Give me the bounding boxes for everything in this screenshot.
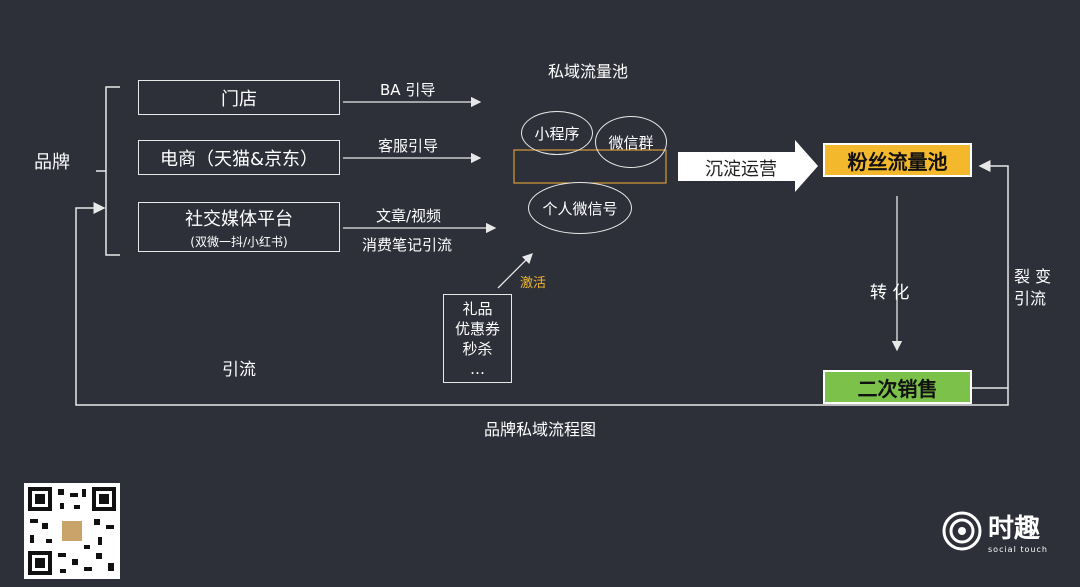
arrow-fission	[972, 160, 1009, 389]
wechat-group-label: 微信群	[608, 133, 654, 152]
fan-pool-label: 粉丝流量池	[847, 149, 948, 174]
incentive-more: …	[470, 359, 485, 378]
incentive-flash-sale: 秒杀	[462, 339, 493, 358]
qr-code	[24, 483, 120, 579]
arrow-activate	[497, 253, 533, 289]
incentives-box: 礼品 优惠券 秒杀 …	[443, 294, 512, 383]
ecommerce-box: 电商（天猫&京东）	[138, 140, 340, 175]
activate-label: 激活	[520, 276, 547, 291]
personal-wechat-label: 个人微信号	[542, 199, 618, 218]
second-sale-box: 二次销售	[823, 370, 972, 404]
diagram-caption: 品牌私域流程图	[484, 420, 597, 439]
brand-bracket	[96, 86, 120, 256]
ba-label: BA 引导	[380, 81, 436, 99]
logo-text-cn: 时趣	[988, 514, 1041, 544]
qr-code-pattern	[28, 487, 116, 575]
brand-label: 品牌	[34, 152, 70, 173]
logo-text-en: social touch	[988, 545, 1048, 554]
social-title: 社交媒体平台	[185, 208, 293, 230]
wechat-group-ellipse: 微信群	[595, 116, 667, 168]
logo: 时趣 social touch	[942, 508, 1048, 554]
ecommerce-label: 电商（天猫&京东）	[159, 148, 319, 170]
store-label: 门店	[221, 88, 257, 110]
incentive-gift: 礼品	[462, 299, 493, 318]
notes-label: 消费笔记引流	[362, 236, 453, 254]
incentive-coupon: 优惠券	[454, 319, 500, 338]
social-box: 社交媒体平台 (双微一抖/小红书)	[138, 202, 340, 252]
social-subtitle: (双微一抖/小红书)	[190, 234, 288, 249]
traffic-label: 引流	[222, 360, 256, 380]
convert-label: 转 化	[870, 283, 910, 303]
second-sale-label: 二次销售	[857, 376, 938, 401]
private-pool-title: 私域流量池	[548, 62, 629, 81]
mini-program-label: 小程序	[534, 124, 580, 143]
spiral-logo-icon	[942, 511, 982, 551]
store-box: 门店	[138, 80, 340, 115]
settle-arrow-shape	[678, 140, 818, 192]
article-label: 文章/视频	[376, 207, 442, 225]
mini-program-ellipse: 小程序	[521, 111, 593, 155]
cs-label: 客服引导	[378, 137, 439, 155]
personal-wechat-ellipse: 个人微信号	[528, 182, 632, 234]
fission-label: 裂 变 引流	[1014, 266, 1051, 310]
arrow-traffic-loop	[75, 202, 1009, 406]
fan-pool-box: 粉丝流量池	[823, 143, 972, 177]
fission-line-1: 裂 变	[1014, 267, 1052, 286]
settle-label: 沉淀运营	[705, 159, 777, 180]
fission-line-2: 引流	[1014, 289, 1047, 308]
